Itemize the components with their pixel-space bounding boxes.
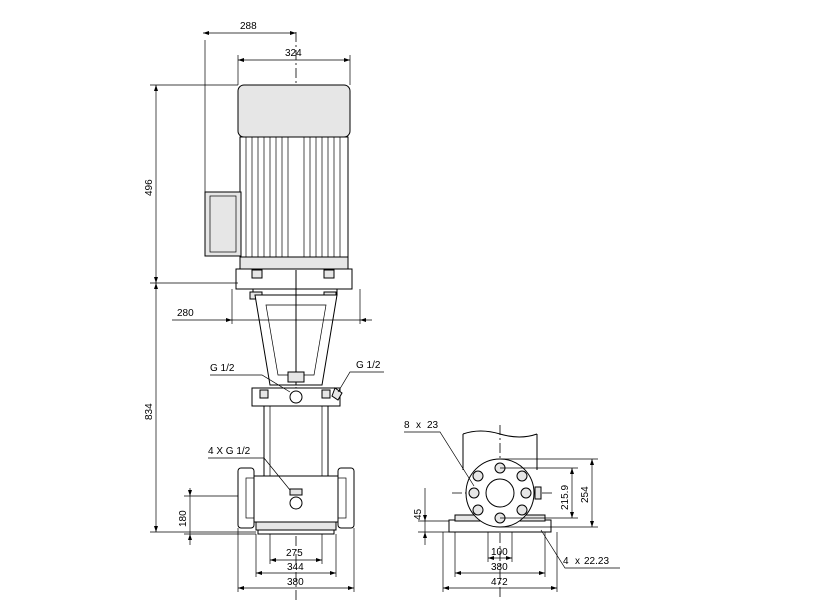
motor-body (239, 136, 349, 258)
outlet-neck (337, 477, 347, 519)
dim-496: 496 (144, 84, 238, 284)
head-bolt-left (259, 389, 269, 399)
dim-215-9: 215.9 (500, 467, 578, 519)
callout-8x23-count: 8 (404, 420, 410, 431)
callout-4x22-23: 4 x 22.23 (540, 529, 620, 569)
callout-g12-right: G 1/2 (337, 360, 384, 393)
side-sleeve-walls (462, 434, 538, 470)
callout-g12-left: G 1/2 (210, 363, 291, 393)
dim-380-front: 380 (237, 528, 355, 592)
dim-288: 288 (203, 21, 296, 192)
dim-180: 180 (178, 488, 256, 545)
callout-8x23-size: 23 (427, 420, 439, 431)
callout-g12-right-text: G 1/2 (356, 360, 381, 371)
side-flange-plug (534, 486, 542, 500)
dim-45: 45 (413, 488, 449, 545)
dim-380-front-label: 380 (287, 577, 304, 588)
dim-324: 324 (237, 48, 351, 85)
side-flange-bore (485, 478, 515, 508)
callout-8x23-times: x (416, 420, 421, 431)
callout-4xg12: 4 X G 1/2 (208, 446, 291, 491)
dim-254: 254 (500, 458, 598, 528)
dim-280-label: 280 (177, 308, 194, 319)
dim-45-label: 45 (413, 508, 424, 520)
vent-plug (289, 390, 303, 404)
head-bolt-right (321, 389, 331, 399)
dim-344: 344 (255, 534, 337, 577)
front-view: 288 324 496 280 (144, 21, 384, 600)
dim-275-label: 275 (286, 548, 303, 559)
inlet-neck (245, 477, 255, 519)
callout-4x22-23-size: 22.23 (584, 556, 609, 567)
motor-cooling-fins (245, 137, 341, 257)
dim-472: 472 (442, 532, 558, 592)
baseplate-foot (257, 529, 335, 535)
motor-fan-cover (237, 84, 351, 138)
port-plug (289, 488, 303, 496)
dim-380-side: 380 (454, 532, 546, 577)
flange-bolt-right (323, 269, 335, 279)
terminal-box-cover (209, 195, 237, 253)
side-view: 8 x 23 215.9 254 (404, 420, 620, 600)
motor-bottom-band (239, 256, 349, 270)
dim-324-label: 324 (285, 48, 302, 59)
dim-496-label: 496 (144, 179, 155, 196)
callout-4x22-23-count: 4 (563, 556, 569, 567)
drain-port (289, 496, 303, 510)
dim-834-label: 834 (144, 403, 155, 420)
shaft-seal (287, 371, 305, 383)
dim-275: 275 (269, 534, 323, 564)
callout-4xg12-text: 4 X G 1/2 (208, 446, 251, 457)
callout-4x22-23-times: x (575, 556, 580, 567)
callout-g12-left-text: G 1/2 (210, 363, 235, 374)
side-break-line (462, 430, 538, 438)
dim-100-label: 100 (491, 547, 508, 558)
coupling-guard-opening (265, 304, 327, 376)
terminal-box (204, 191, 242, 257)
pump-sleeve (263, 405, 329, 477)
dim-472-label: 472 (491, 577, 508, 588)
baseplate (255, 521, 337, 531)
drain-plug-right (331, 387, 343, 401)
flange-bolt-left (251, 269, 263, 279)
dim-288-label: 288 (240, 21, 257, 32)
dim-280: 280 (172, 289, 372, 324)
dim-100: 100 (487, 532, 513, 562)
dim-254-label: 254 (580, 486, 591, 503)
dim-215-9-label: 215.9 (560, 485, 571, 510)
dim-344-label: 344 (287, 562, 304, 573)
dim-180-label: 180 (178, 510, 189, 527)
dim-380-side-label: 380 (491, 562, 508, 573)
callout-8x23: 8 x 23 (404, 420, 475, 487)
